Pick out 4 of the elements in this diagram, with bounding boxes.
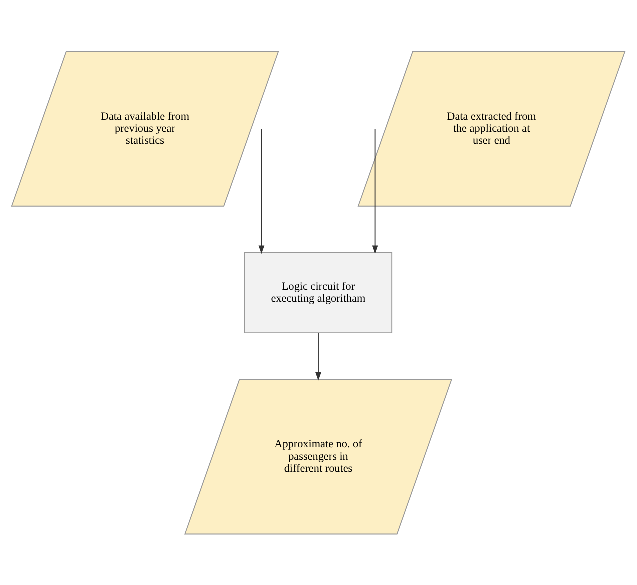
- arrow: [258, 128, 265, 254]
- arrow: [372, 128, 378, 254]
- arrow: [316, 332, 322, 380]
- node-box: Logic circuit for executing algoritham: [244, 252, 393, 334]
